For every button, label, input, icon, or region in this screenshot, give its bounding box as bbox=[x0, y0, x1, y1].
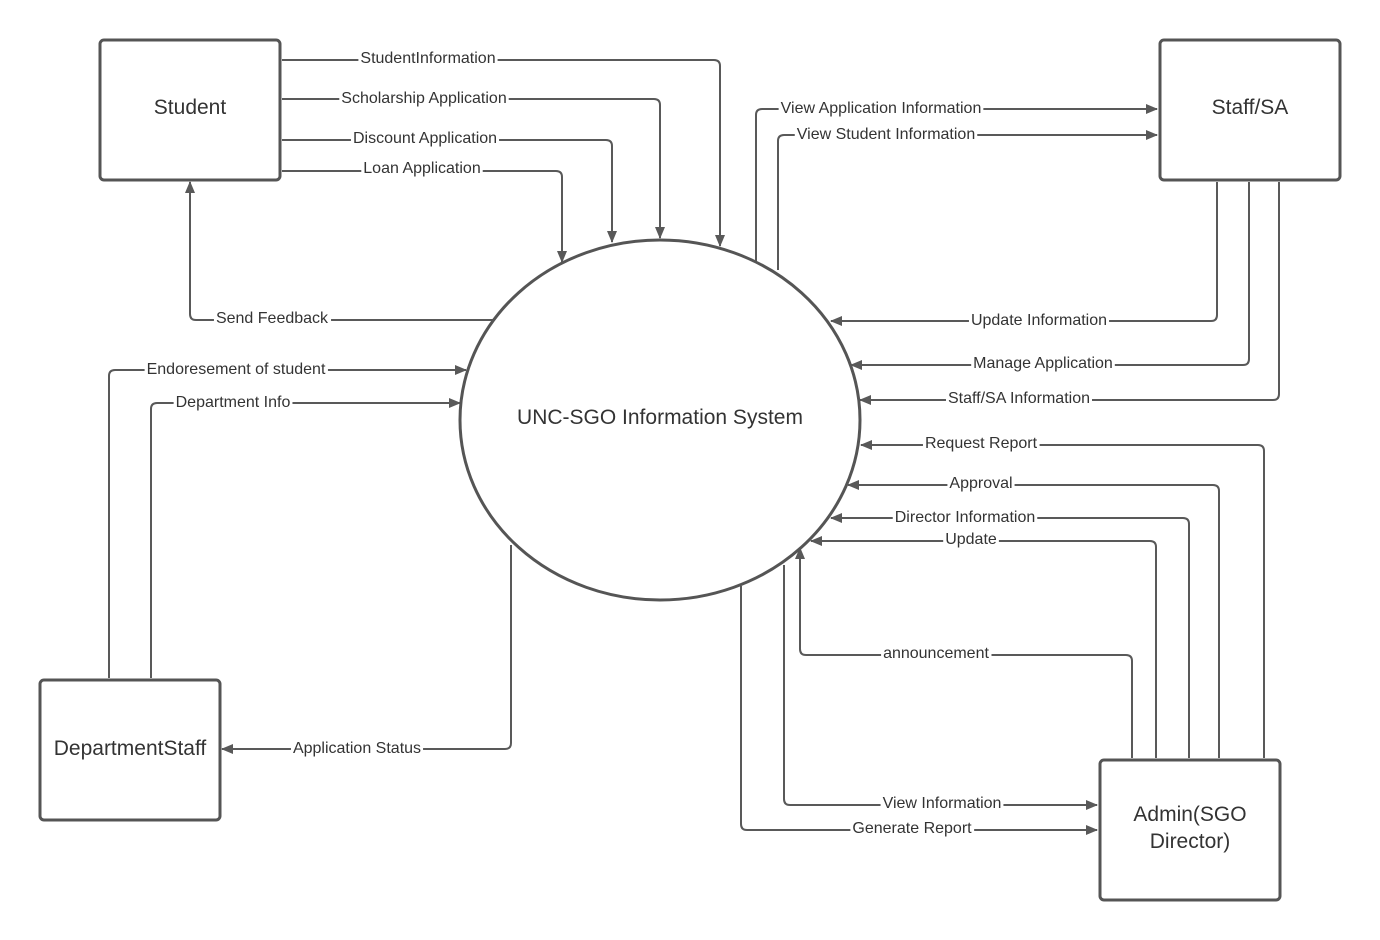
flow-label-background bbox=[943, 531, 999, 548]
flow-director-information bbox=[830, 513, 1190, 758]
entity-admin-label-line2: Director) bbox=[1150, 830, 1231, 853]
label-view-application-information: View Application Information bbox=[781, 100, 982, 117]
flow-loan-application bbox=[282, 170, 567, 263]
flow-label-background bbox=[968, 312, 1110, 329]
flow-label-background bbox=[880, 795, 1004, 812]
flow-request-report bbox=[860, 440, 1265, 758]
flow-labels: StudentInformation Scholarship Applicati… bbox=[144, 50, 1115, 837]
flow-send-feedback bbox=[185, 181, 493, 321]
entity-staff: Staff/SA bbox=[1158, 38, 1342, 182]
entity-staff-label: Staff/SA bbox=[1212, 96, 1289, 119]
label-student-information: StudentInformation bbox=[360, 50, 495, 67]
label-loan-application: Loan Application bbox=[363, 160, 480, 177]
label-send-feedback: Send Feedback bbox=[216, 310, 329, 327]
flow-update bbox=[810, 536, 1157, 758]
entity-student-label: Student bbox=[154, 96, 227, 119]
flow-approval bbox=[847, 480, 1220, 758]
flow-view-student-information bbox=[777, 130, 1158, 270]
label-update: Update bbox=[945, 531, 997, 548]
process-circle bbox=[458, 238, 862, 602]
label-department-info: Department Info bbox=[176, 394, 291, 411]
label-director-information: Director Information bbox=[895, 509, 1036, 526]
flow-label-background bbox=[213, 310, 332, 327]
flow-view-information bbox=[783, 565, 1098, 810]
entity-student-box bbox=[98, 38, 282, 182]
entity-admin-box bbox=[1098, 758, 1282, 902]
flow-department-info bbox=[150, 398, 461, 678]
flow-label-background bbox=[144, 361, 328, 378]
label-discount-application: Discount Application bbox=[353, 130, 497, 147]
flow-scholarship-application bbox=[282, 98, 665, 239]
flow-manage-application bbox=[850, 182, 1250, 370]
flow-label-background bbox=[850, 820, 975, 837]
label-approval: Approval bbox=[949, 475, 1012, 492]
label-view-information: View Information bbox=[883, 795, 1002, 812]
flow-label-background bbox=[350, 130, 500, 147]
flow-label-background bbox=[361, 160, 483, 177]
label-scholarship-application: Scholarship Application bbox=[341, 90, 506, 107]
flow-application-status bbox=[221, 545, 512, 754]
flow-label-background bbox=[892, 509, 1038, 526]
flow-label-background bbox=[358, 50, 498, 67]
flow-endorsement bbox=[108, 365, 467, 678]
flow-view-application-information bbox=[755, 104, 1158, 262]
label-endorsement: Endoresement of student bbox=[147, 361, 326, 378]
flow-label-background bbox=[173, 394, 293, 411]
entity-admin-label-line1: Admin(SGO bbox=[1133, 803, 1246, 826]
entity-admin: Admin(SGO Director) bbox=[1098, 758, 1282, 902]
label-request-report: Request Report bbox=[925, 435, 1038, 452]
label-generate-report: Generate Report bbox=[852, 820, 972, 837]
flow-label-background bbox=[947, 475, 1015, 492]
entity-department-box bbox=[38, 678, 222, 822]
flow-label-background bbox=[971, 355, 1115, 372]
flow-label-background bbox=[794, 126, 978, 143]
flow-generate-report bbox=[740, 586, 1098, 835]
flow-label-background bbox=[945, 390, 1093, 407]
flow-label-background bbox=[922, 435, 1040, 452]
flow-student-information bbox=[282, 59, 725, 247]
flow-label-background bbox=[881, 645, 992, 662]
label-announcement: announcement bbox=[883, 645, 989, 662]
label-view-student-information: View Student Information bbox=[797, 126, 975, 143]
label-manage-application: Manage Application bbox=[973, 355, 1113, 372]
entity-staff-box bbox=[1158, 38, 1342, 182]
process-label: UNC-SGO Information System bbox=[517, 406, 803, 429]
flow-label-background bbox=[339, 90, 509, 107]
flow-label-background bbox=[778, 100, 984, 117]
entity-department-staff: DepartmentStaff bbox=[38, 678, 222, 822]
flow-update-information bbox=[830, 182, 1218, 326]
flow-label-background bbox=[290, 740, 424, 757]
label-staff-information: Staff/SA Information bbox=[948, 390, 1090, 407]
flow-staff-information bbox=[859, 182, 1280, 405]
entity-student: Student bbox=[98, 38, 282, 182]
entity-department-label: DepartmentStaff bbox=[54, 737, 207, 760]
label-update-information: Update Information bbox=[971, 312, 1107, 329]
flow-discount-application bbox=[282, 139, 617, 243]
label-application-status: Application Status bbox=[293, 740, 421, 757]
